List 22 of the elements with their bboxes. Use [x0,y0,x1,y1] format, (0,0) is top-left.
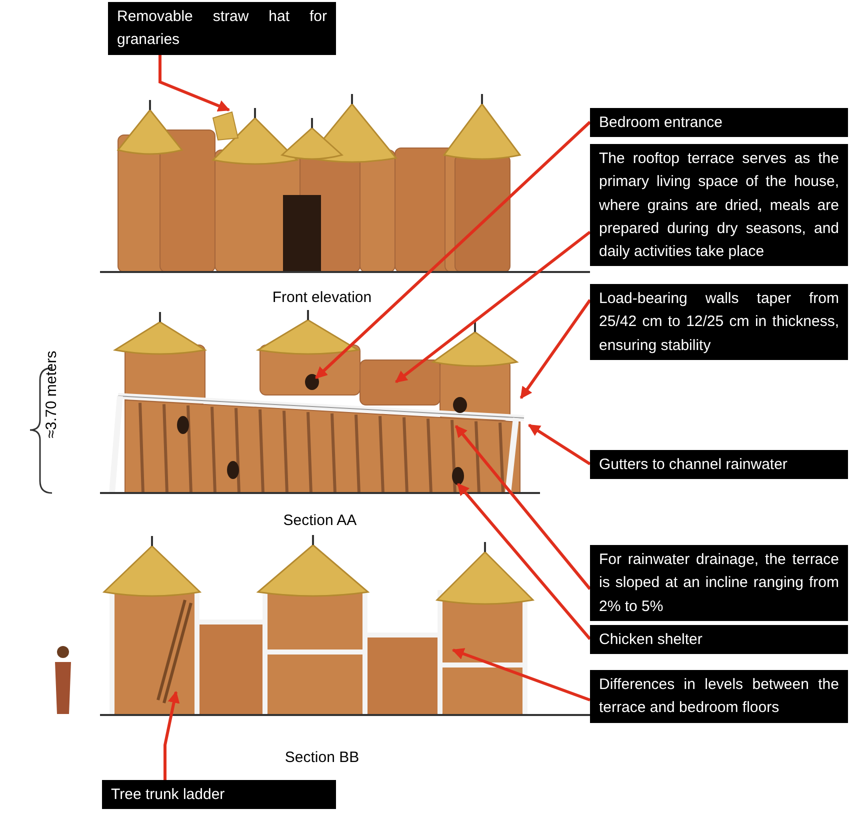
callout-box: Chicken shelter [590,625,848,654]
leader-line [158,54,230,112]
leader-line [520,299,592,399]
callout-box: For rainwater drainage, the terrace is sloped at an incline ranging from 2% to 5% [590,545,848,621]
leader-line [456,483,592,640]
leader-line [528,424,591,466]
callout-box: The rooftop terrace serves as the primary living space of the house, where grains are dried, meals are prepared during dry seasons, and daily activities take place [590,144,848,266]
leader-line [454,425,592,590]
leader-line [314,120,592,380]
leader-line [164,690,180,780]
callout-box: Gutters to channel rainwater [590,450,848,480]
callout-box: Bedroom entrance [590,108,848,138]
callout-box: Differences in levels between the terrace and bedroom floors [590,670,848,722]
callout-box: Load-bearing walls taper from 25/42 cm to 12/25 cm in thickness, ensuring stability [590,284,848,360]
drawing-caption: Section BB [284,748,360,766]
callout-box: Removable straw hat for granaries [108,2,336,54]
callout-box: Tree trunk ladder [102,780,336,810]
dimension-label: ≈3.70 meters [42,351,60,438]
leader-line [395,230,591,384]
leader-line [452,648,591,702]
drawing-caption: Front elevation [272,288,372,306]
drawing-caption: Section AA [283,512,357,528]
